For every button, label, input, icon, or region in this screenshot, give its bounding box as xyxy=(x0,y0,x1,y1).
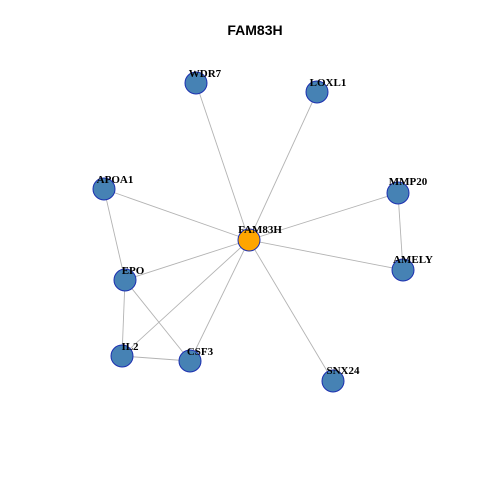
node-circle-il2 xyxy=(110,344,134,368)
node-mmp20: MMP20 xyxy=(386,176,428,205)
node-circle-wdr7 xyxy=(184,71,208,95)
node-snx24: SNX24 xyxy=(321,365,360,393)
node-epo: EPO xyxy=(113,265,145,292)
edge-epo-csf3 xyxy=(124,279,191,362)
edge-fam83h-amely xyxy=(248,239,404,271)
edge-fam83h-snx24 xyxy=(248,239,334,382)
edge-fam83h-il2 xyxy=(121,239,250,357)
node-label-fam83h: FAM83H xyxy=(238,224,282,236)
edge-apoa1-epo xyxy=(103,188,126,281)
graph-title: FAM83H xyxy=(227,22,282,38)
node-circle-apoa1 xyxy=(92,177,116,201)
edge-epo-il2 xyxy=(121,279,126,357)
node-apoa1: APOA1 xyxy=(92,174,134,201)
node-circle-snx24 xyxy=(321,369,345,393)
node-label-apoa1: APOA1 xyxy=(97,174,134,186)
node-fam83h: FAM83H xyxy=(237,224,282,252)
node-circle-mmp20 xyxy=(386,181,410,205)
node-label-epo: EPO xyxy=(122,265,145,277)
node-il2: IL2 xyxy=(110,341,139,368)
edge-fam83h-loxl1 xyxy=(248,91,318,241)
node-label-wdr7: WDR7 xyxy=(189,68,222,80)
node-circle-csf3 xyxy=(178,349,202,373)
node-circle-epo xyxy=(113,268,137,292)
node-circle-loxl1 xyxy=(305,80,329,104)
node-circle-amely xyxy=(391,258,415,282)
edge-mmp20-amely xyxy=(397,192,404,271)
node-label-loxl1: LOXL1 xyxy=(310,77,347,89)
edge-fam83h-mmp20 xyxy=(248,192,399,241)
node-label-snx24: SNX24 xyxy=(326,365,360,377)
edge-fam83h-wdr7 xyxy=(195,82,250,241)
edge-fam83h-csf3 xyxy=(189,239,250,362)
node-csf3: CSF3 xyxy=(178,346,214,373)
node-loxl1: LOXL1 xyxy=(305,77,347,104)
edge-fam83h-apoa1 xyxy=(103,188,250,241)
node-label-amely: AMELY xyxy=(393,254,433,266)
node-wdr7: WDR7 xyxy=(184,68,222,95)
node-circle-fam83h xyxy=(237,228,261,252)
node-label-il2: IL2 xyxy=(121,341,139,353)
edge-fam83h-epo xyxy=(124,239,250,281)
node-amely: AMELY xyxy=(391,254,433,282)
node-label-csf3: CSF3 xyxy=(187,346,214,358)
node-label-mmp20: MMP20 xyxy=(389,176,428,188)
